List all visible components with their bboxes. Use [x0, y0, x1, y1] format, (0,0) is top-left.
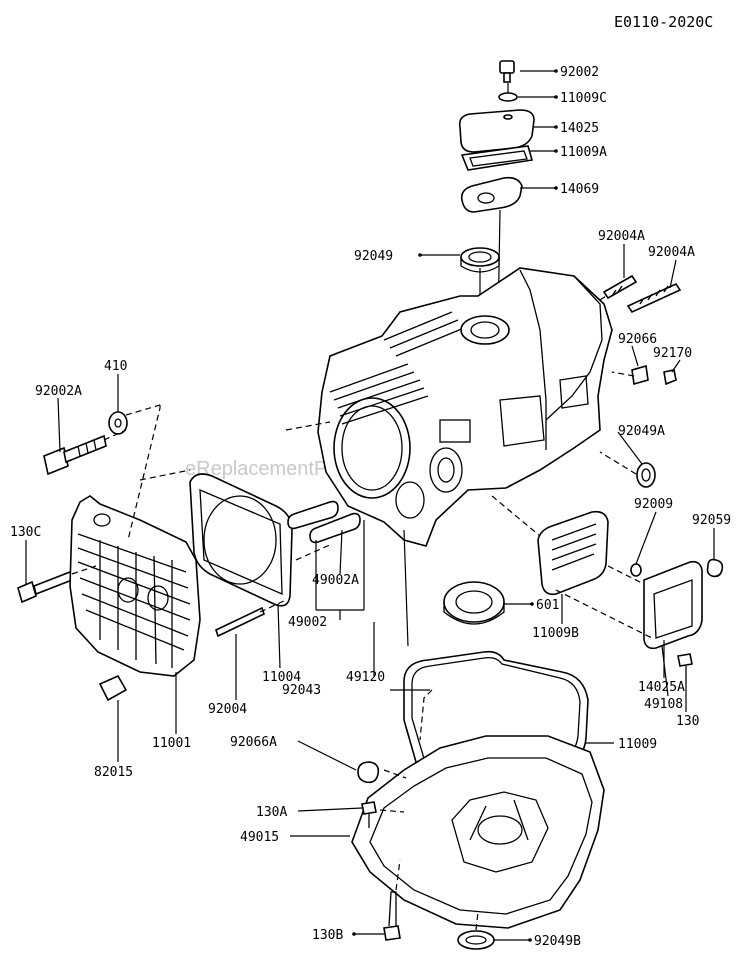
callout-92066A[interactable]: 92066A: [230, 735, 277, 750]
plug-92066-part: [631, 364, 649, 386]
breather-washer-part: [498, 92, 518, 102]
plug-92066A-part: [357, 761, 380, 784]
callout-130B[interactable]: 130B: [312, 928, 343, 943]
callout-49015[interactable]: 49015: [240, 830, 279, 845]
breather-bolt-part: [499, 60, 515, 83]
stud-92004A-part: [602, 274, 682, 314]
plug-92059-part: [706, 558, 724, 578]
breather-gasket-part: [460, 145, 534, 171]
callout-49120[interactable]: 49120: [346, 670, 385, 685]
crankcase-part: [317, 267, 613, 547]
callout-130A[interactable]: 130A: [256, 805, 287, 820]
diagram-code: E0110-2020C: [614, 13, 713, 31]
breather-cover-part: [458, 109, 535, 153]
leader-dots: [352, 69, 558, 942]
callout-92170[interactable]: 92170: [653, 346, 692, 361]
callout-11009[interactable]: 11009: [618, 737, 657, 752]
breather-plate-part: [460, 176, 523, 213]
callout-11009C[interactable]: 11009C: [560, 91, 607, 106]
bearing-601-part: [443, 581, 505, 625]
callout-49002[interactable]: 49002: [288, 615, 327, 630]
callout-92043[interactable]: 92043: [282, 683, 321, 698]
callout-11009B[interactable]: 11009B: [532, 626, 579, 641]
alignment-lines: [71, 295, 653, 931]
plug-92170-part: [663, 369, 677, 386]
dowel-pins-part: [287, 500, 361, 544]
callout-14025[interactable]: 14025: [560, 121, 599, 136]
callout-labels: 92002 11009C 14025 11009A 14069 92049 92…: [10, 65, 731, 949]
callout-92002A[interactable]: 92002A: [35, 384, 82, 399]
callout-92004[interactable]: 92004: [208, 702, 247, 717]
bolt-130C-part: [17, 570, 73, 604]
callout-92004A-upper[interactable]: 92004A: [598, 229, 645, 244]
callout-130[interactable]: 130: [676, 714, 699, 729]
plug-82015-part: [98, 674, 128, 702]
oil-seal-92049B-part: [457, 930, 495, 950]
callout-601[interactable]: 601: [536, 598, 559, 613]
callout-92066[interactable]: 92066: [618, 332, 657, 347]
callout-49002A[interactable]: 49002A: [312, 573, 359, 588]
callout-92002[interactable]: 92002: [560, 65, 599, 80]
callout-11001[interactable]: 11001: [152, 736, 191, 751]
callout-410[interactable]: 410: [104, 359, 127, 374]
callout-92059[interactable]: 92059: [692, 513, 731, 528]
bolt-130B-part: [383, 891, 401, 941]
side-gasket-part: [537, 510, 609, 596]
head-gasket-part: [189, 473, 293, 607]
callout-11004[interactable]: 11004: [262, 670, 301, 685]
callout-92049B[interactable]: 92049B: [534, 934, 581, 949]
bolt-130A-part: [361, 801, 377, 828]
bolt-130-part: [677, 653, 693, 684]
oil-seal-92049A-part: [636, 462, 656, 488]
stud-92004-part: [215, 606, 265, 638]
callout-11009A[interactable]: 11009A: [560, 145, 607, 160]
side-cover-part: [643, 560, 703, 650]
screw-92009-part: [630, 563, 642, 577]
callout-92049A[interactable]: 92049A: [618, 424, 665, 439]
callout-92049[interactable]: 92049: [354, 249, 393, 264]
callout-82015[interactable]: 82015: [94, 765, 133, 780]
callout-14025A[interactable]: 14025A: [638, 680, 685, 695]
oil-pan-part: [351, 735, 605, 929]
callout-14069[interactable]: 14069: [560, 182, 599, 197]
leader-lines: [25, 70, 715, 941]
callout-130C[interactable]: 130C: [10, 525, 41, 540]
cylinder-head-part: [69, 495, 201, 677]
callout-92009[interactable]: 92009: [634, 497, 673, 512]
callout-49108[interactable]: 49108: [644, 697, 683, 712]
bolt-92002A-part: [43, 434, 107, 476]
callout-92004A-lower[interactable]: 92004A: [648, 245, 695, 260]
